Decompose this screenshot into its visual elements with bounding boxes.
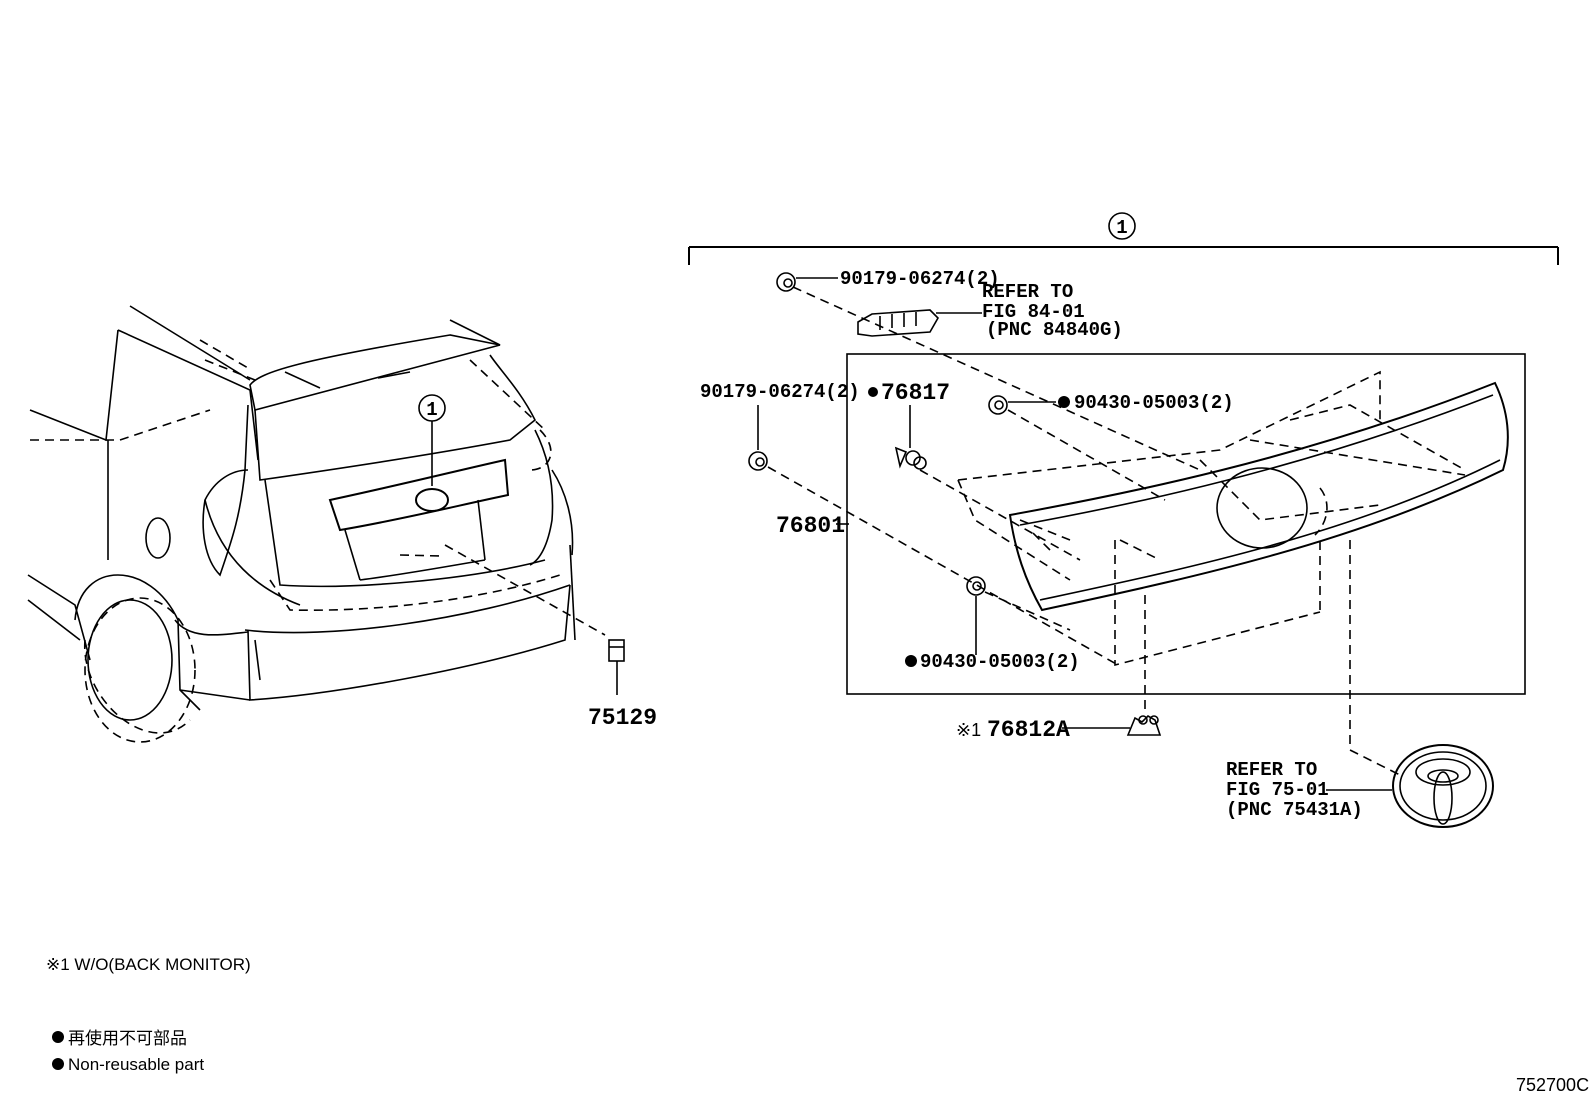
- part-high-mount-lamp: REFER TO FIG 84-01 (PNC 84840G): [857, 281, 1123, 341]
- non-reusable-marker: [868, 387, 878, 397]
- part-nut-bottom[interactable]: 90430-05003(2): [905, 576, 1080, 673]
- garnish-body: [957, 370, 1509, 667]
- assembly-leader-lines: [767, 286, 1401, 776]
- legend-marker: [52, 1058, 64, 1070]
- figure-code: 752700C: [1516, 1075, 1589, 1095]
- refer-lamp-line-1: REFER TO: [982, 281, 1073, 303]
- part-label-nut-bottom: 90430-05003(2): [920, 651, 1080, 673]
- part-label-76801: 76801: [776, 513, 845, 539]
- part-75129[interactable]: 75129: [588, 639, 657, 731]
- car-callout-number: 1: [426, 399, 437, 421]
- non-reusable-marker: [1058, 396, 1070, 408]
- refer-lamp-line-3: (PNC 84840G): [986, 319, 1123, 341]
- part-76801[interactable]: 76801: [776, 513, 849, 539]
- legend-marker: [52, 1031, 64, 1043]
- part-clip-top[interactable]: 90179-06274(2): [776, 268, 1000, 292]
- refer-emblem-line-1: REFER TO: [1226, 759, 1317, 781]
- refer-emblem-line-3: (PNC 75431A): [1226, 799, 1363, 821]
- part-label-clip-left: 90179-06274(2): [700, 381, 860, 403]
- legend-jp: 再使用不可部品: [68, 1028, 187, 1048]
- part-label-clip-top: 90179-06274(2): [840, 268, 1000, 290]
- legend-en: Non-reusable part: [68, 1055, 204, 1074]
- part-label-76812A: 76812A: [987, 717, 1070, 743]
- part-emblem: REFER TO FIG 75-01 (PNC 75431A): [1226, 744, 1494, 828]
- refer-emblem-line-2: FIG 75-01: [1226, 779, 1329, 801]
- assembly-callout-number: 1: [1116, 217, 1127, 239]
- part-76812A[interactable]: ※1 76812A: [956, 715, 1162, 743]
- part-nut-right[interactable]: 90430-05003(2): [988, 392, 1234, 415]
- part-clip-left[interactable]: 90179-06274(2): [700, 381, 860, 471]
- condition-note: ※1 W/O(BACK MONITOR): [46, 955, 251, 974]
- assembly-bracket: 1: [688, 212, 1559, 265]
- notes-block: ※1 W/O(BACK MONITOR) 再使用不可部品 Non-reusabl…: [46, 955, 251, 1074]
- part-label-nut-right: 90430-05003(2): [1074, 392, 1234, 414]
- vehicle-rear-illustration: 1: [27, 305, 606, 743]
- part-label-76812A-prefix: ※1: [956, 720, 981, 740]
- part-label-76817: 76817: [881, 380, 950, 406]
- part-label-75129: 75129: [588, 705, 657, 731]
- non-reusable-marker: [905, 655, 917, 667]
- refer-lamp-line-2: FIG 84-01: [982, 301, 1085, 323]
- part-76817[interactable]: 76817: [868, 380, 950, 470]
